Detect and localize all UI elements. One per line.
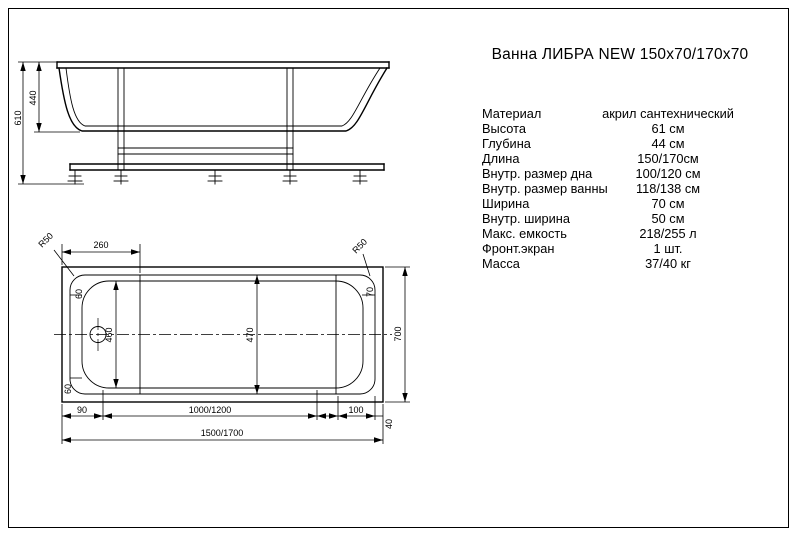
spec-label: Фронт.экран	[482, 241, 555, 256]
spec-row-front-panel: Фронт.экран 1 шт.	[482, 241, 768, 256]
dimension-700: 700	[385, 266, 410, 403]
spec-label: Внутр. ширина	[482, 211, 570, 226]
spec-label: Длина	[482, 151, 520, 166]
dimension-260: 260	[61, 240, 141, 273]
dim-label-total-length: 1500/1700	[201, 428, 244, 438]
svg-text:470: 470	[245, 327, 255, 342]
dim-label-head-offset: 260	[93, 240, 108, 250]
spec-label: Ширина	[482, 196, 530, 211]
spec-label: Внутр. размер ванны	[482, 181, 608, 196]
spec-value: акрил сантехнический	[602, 106, 734, 121]
svg-text:70: 70	[365, 287, 375, 297]
spec-value: 1 шт.	[653, 241, 683, 256]
svg-text:460: 460	[104, 327, 114, 342]
spec-row-material: Материал акрил сантехнический	[482, 106, 768, 121]
spec-value: 61 см	[651, 121, 685, 136]
spec-value: 118/138 см	[635, 181, 701, 196]
dimension-470: 470	[245, 275, 260, 394]
spec-value: 44 см	[651, 136, 685, 151]
support-frame	[69, 67, 385, 171]
spec-value: 100/120 см	[635, 166, 701, 181]
svg-text:700: 700	[393, 326, 403, 341]
dimension-rim-top-right: 70	[362, 287, 375, 297]
drawing-title: Ванна ЛИБРА NEW 150х70/170х70	[491, 46, 749, 63]
spec-value: 70 см	[651, 196, 685, 211]
spec-row-inner-tub-size: Внутр. размер ванны 118/138 см	[482, 181, 768, 196]
foot	[207, 169, 223, 185]
spec-value: 37/40 кг	[645, 256, 691, 271]
dim-label-inner-depth: 440	[28, 90, 38, 105]
top-view-drawing: 260 R50 R50 60 70 60 460	[36, 231, 410, 444]
foot	[67, 169, 83, 185]
radius-left: R50	[36, 231, 75, 277]
foot	[282, 169, 298, 185]
dimension-440: 440	[28, 62, 80, 133]
dim-label-radius-right: R50	[350, 237, 369, 256]
dimension-rim-bottom-left: 60	[63, 377, 82, 394]
dimension-total-length: 1500/1700	[62, 428, 383, 443]
dim-label-bottom-left: 90	[77, 405, 87, 415]
svg-text:60: 60	[74, 289, 84, 299]
spec-row-capacity: Макс. емкость 218/255 л	[482, 226, 768, 241]
spec-row-inner-width: Внутр. ширина 50 см	[482, 211, 768, 226]
spec-label: Высота	[482, 121, 526, 136]
spec-table: Материал акрил сантехнический Высота 61 …	[482, 106, 768, 271]
foot	[113, 169, 129, 185]
spec-row-depth: Глубина 44 см	[482, 136, 768, 151]
dim-label-bottom-corner: 40	[384, 419, 394, 429]
spec-value: 218/255 л	[639, 226, 697, 241]
spec-label: Макс. емкость	[482, 226, 567, 241]
spec-value: 50 см	[651, 211, 685, 226]
dimension-rim-top-left: 60	[70, 289, 84, 299]
tub-bowl-profile	[58, 67, 388, 132]
dim-label-bottom-right: 100	[348, 405, 363, 415]
spec-label: Глубина	[482, 136, 531, 151]
drain-hole	[89, 326, 107, 343]
centerlines	[54, 318, 392, 351]
side-view-drawing: 610 440	[13, 61, 390, 185]
spec-label: Масса	[482, 256, 520, 271]
dimension-bottom-chain: 90 1000/1200 100 40	[61, 390, 394, 444]
spec-label: Материал	[482, 106, 542, 121]
spec-row-mass: Масса 37/40 кг	[482, 256, 768, 271]
spec-row-inner-bottom-size: Внутр. размер дна 100/120 см	[482, 166, 768, 181]
radius-right: R50	[350, 237, 371, 277]
sheet-border	[8, 8, 789, 528]
dim-label-bottom-flat: 1000/1200	[189, 405, 232, 415]
spec-value: 150/170см	[637, 151, 699, 166]
tub-rim-side	[56, 61, 390, 69]
spec-label: Внутр. размер дна	[482, 166, 593, 181]
spec-row-length: Длина 150/170см	[482, 151, 768, 166]
foot	[352, 169, 368, 185]
spec-row-width: Ширина 70 см	[482, 196, 768, 211]
dim-label-radius-left: R50	[36, 231, 55, 250]
dim-label-total-height: 610	[13, 110, 23, 125]
svg-text:60: 60	[63, 384, 73, 394]
dimension-460: 460	[104, 281, 119, 388]
spec-row-height: Высота 61 см	[482, 121, 768, 136]
